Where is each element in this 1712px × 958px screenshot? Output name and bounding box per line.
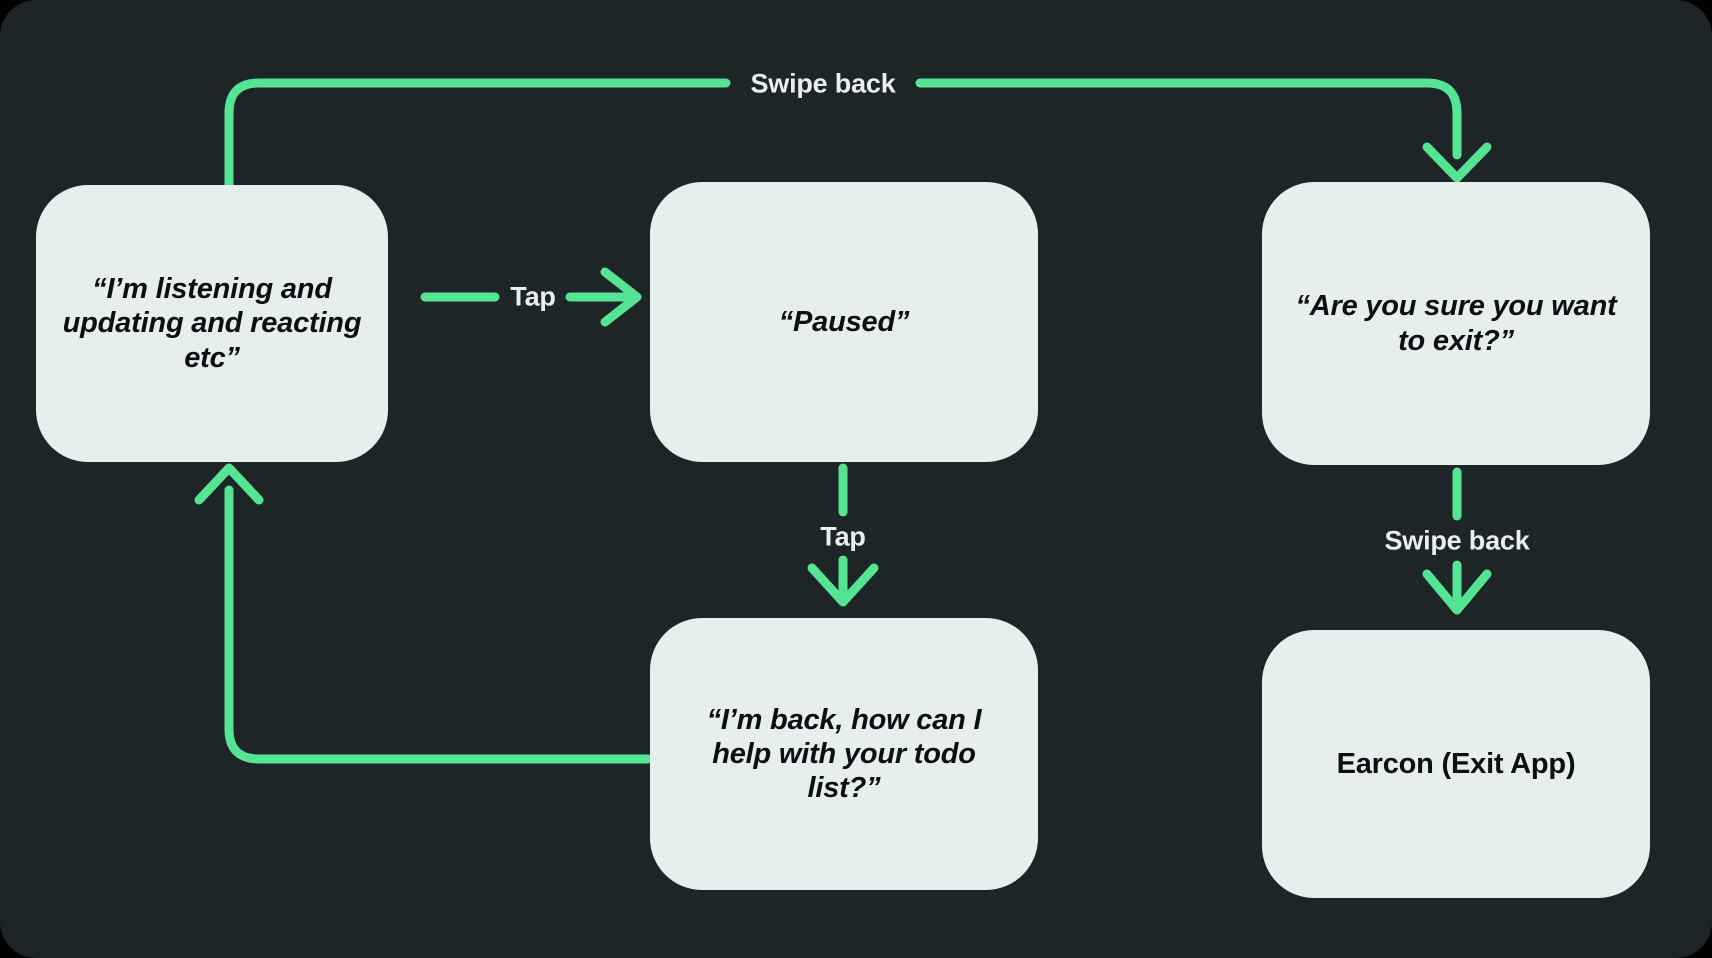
arrowhead-paused-right [600,267,642,327]
edge-label-tap-horizontal: Tap [510,281,556,312]
node-paused[interactable]: “Paused” [650,182,1038,462]
arrowhead-earcon-down [1422,569,1492,615]
node-listening-label: “I’m listening and updating and reacting… [62,273,362,374]
node-earcon-label: Earcon (Exit App) [1336,747,1576,780]
node-earcon[interactable]: Earcon (Exit App) [1262,630,1650,898]
edge-listening-to-exit-right [915,78,1462,160]
edge-label-swipe-back-right: Swipe back [1384,525,1530,556]
edge-label-tap-vertical: Tap [820,521,866,552]
node-back[interactable]: “I’m back, how can I help with your todo… [650,618,1038,890]
edge-label-swipe-back-top: Swipe back [750,68,896,99]
edge-listening-to-exit-left [224,78,731,190]
arrowhead-exit-down [1422,142,1492,183]
edge-back-to-listening [224,485,653,764]
arrowhead-listening-up [194,463,264,505]
node-exit-label: “Are you sure you want to exit?” [1295,290,1617,357]
node-back-label: “I’m back, how can I help with your todo… [706,703,982,805]
node-paused-label: “Paused” [778,305,910,338]
arrowhead-back-down [807,563,879,607]
node-exit[interactable]: “Are you sure you want to exit?” [1262,182,1650,465]
node-listening[interactable]: “I’m listening and updating and reacting… [36,185,388,462]
